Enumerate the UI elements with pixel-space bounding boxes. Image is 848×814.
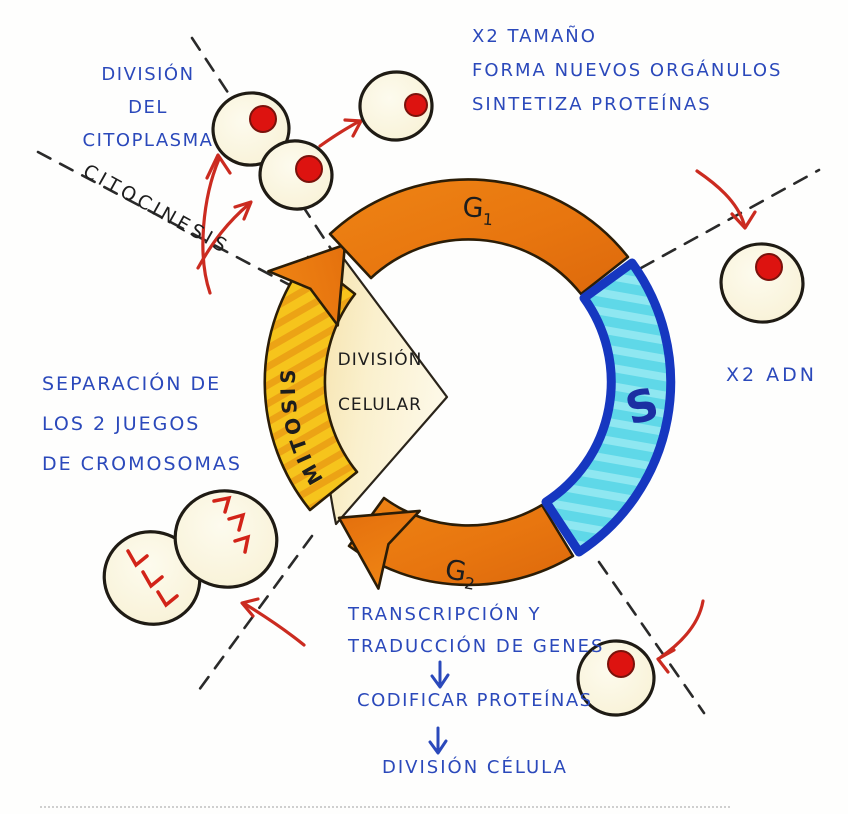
note-line: FORMA NUEVOS ORGÁNULOS: [472, 60, 783, 81]
g1-phase-label: G1: [461, 192, 494, 229]
red-arrow-cytokinesis-short: [196, 200, 253, 270]
daughter-cell-2: [258, 139, 334, 211]
dashed-line-top-right: [639, 168, 821, 270]
mitosis-arrowhead-icon: [267, 243, 347, 327]
red-arrow-to-daughter-cell: [318, 118, 363, 148]
red-arrow-cytokinesis-tall: [201, 153, 232, 295]
note-g2-flow-step1: TRANSCRIPCIÓN Y TRADUCCIÓN DE GENES: [348, 599, 604, 663]
note-g2-flow-step2: CODIFICAR PROTEÍNAS: [357, 690, 593, 711]
note-line: TRANSCRIPCIÓN Y: [348, 604, 542, 625]
nucleus: [607, 650, 635, 678]
note-line: DIVISIÓN: [101, 64, 195, 85]
nucleus: [755, 253, 783, 281]
flow-down-arrow-2: [428, 726, 448, 755]
flow-arrows: [428, 660, 450, 755]
note-mitosis-phase: SEPARACIÓN DE LOS 2 JUEGOS DE CROMOSOMAS: [42, 364, 242, 484]
dividing-cell-mitosis: [102, 489, 279, 626]
note-line: X2 TAMAÑO: [472, 26, 597, 47]
note-g2-flow-step3: DIVISIÓN CÉLULA: [382, 757, 568, 778]
red-arrow-to-dividing-cell: [240, 597, 306, 647]
note-line: CITOPLASMA: [82, 130, 214, 151]
cells: [102, 70, 805, 717]
red-arrow-s-exit: [656, 599, 705, 674]
g2-arrowhead-icon: [337, 509, 422, 590]
dashed-line-bottom-right: [597, 560, 706, 715]
g1-band: [328, 178, 630, 296]
note-line: TRADUCCIÓN DE GENES: [348, 636, 605, 657]
red-arrow-g1-exit: [695, 169, 757, 230]
cell-g2-phase: [576, 639, 656, 717]
g2-phase-label: G2: [442, 554, 478, 593]
flow-down-arrow-1: [430, 660, 450, 689]
label-division-celular: DIVISIÓN CELULAR: [327, 349, 433, 417]
wedge-line: DIVISIÓN: [337, 350, 423, 370]
wedge-line: CELULAR: [338, 395, 422, 415]
note-g1-phase: X2 TAMAÑO FORMA NUEVOS ORGÁNULOS SINTETI…: [472, 20, 782, 122]
note-line: SEPARACIÓN DE: [42, 373, 222, 395]
nucleus: [249, 105, 277, 133]
paper-scan-edge: [40, 806, 730, 808]
note-line: DEL: [128, 97, 168, 118]
nucleus: [404, 93, 428, 117]
note-line: DE CROMOSOMAS: [42, 453, 242, 475]
dashed-line-bottom-left: [194, 534, 314, 696]
red-arrows: [196, 118, 757, 674]
nucleus: [295, 155, 323, 183]
note-x2-adn: X2 ADN: [726, 364, 817, 386]
dashed-line-cytokinesis: [36, 150, 303, 293]
chromosome-marks: [126, 495, 251, 608]
cell-g1-phase: [719, 242, 805, 324]
note-line: SINTETIZA PROTEÍNAS: [472, 94, 712, 115]
s-band: [541, 258, 676, 557]
daughter-cell-1: [211, 91, 291, 167]
note-division-del-citoplasma: DIVISIÓN DEL CITOPLASMA: [58, 58, 238, 157]
new-cell-top: [358, 70, 434, 142]
note-line: LOS 2 JUEGOS: [42, 413, 201, 435]
